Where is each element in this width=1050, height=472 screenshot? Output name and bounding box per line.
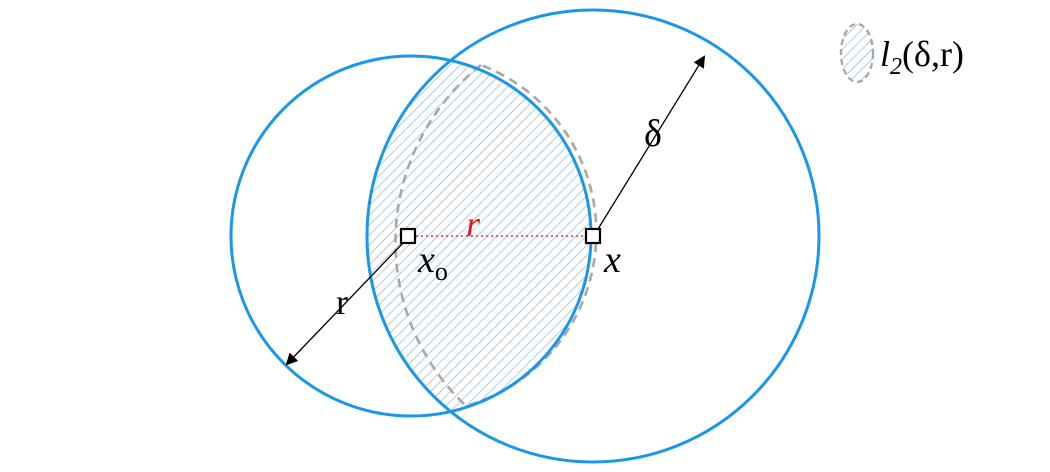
label-r-radius: r bbox=[336, 282, 348, 322]
label-x: x bbox=[603, 239, 621, 281]
radius-arrow-delta bbox=[597, 55, 706, 230]
legend: l2(δ,r) bbox=[839, 22, 964, 84]
circle-radius-delta bbox=[365, 8, 821, 464]
legend-label: l2(δ,r) bbox=[880, 34, 964, 80]
intersection-region bbox=[367, 56, 598, 416]
point-x0-marker bbox=[399, 227, 417, 245]
legend-swatch bbox=[839, 22, 875, 84]
legend-label-suffix: (δ,r) bbox=[902, 34, 964, 74]
label-r-distance: r bbox=[466, 204, 481, 244]
label-x0: xo bbox=[417, 239, 448, 286]
label-delta: δ bbox=[644, 113, 662, 155]
radius-arrow-r bbox=[285, 242, 404, 366]
label-x0-base: x bbox=[417, 239, 435, 281]
legend-label-base: l bbox=[880, 34, 890, 74]
legend-label-sub: 2 bbox=[890, 54, 902, 80]
point-x-marker bbox=[584, 227, 602, 245]
label-x0-sub: o bbox=[435, 257, 448, 286]
